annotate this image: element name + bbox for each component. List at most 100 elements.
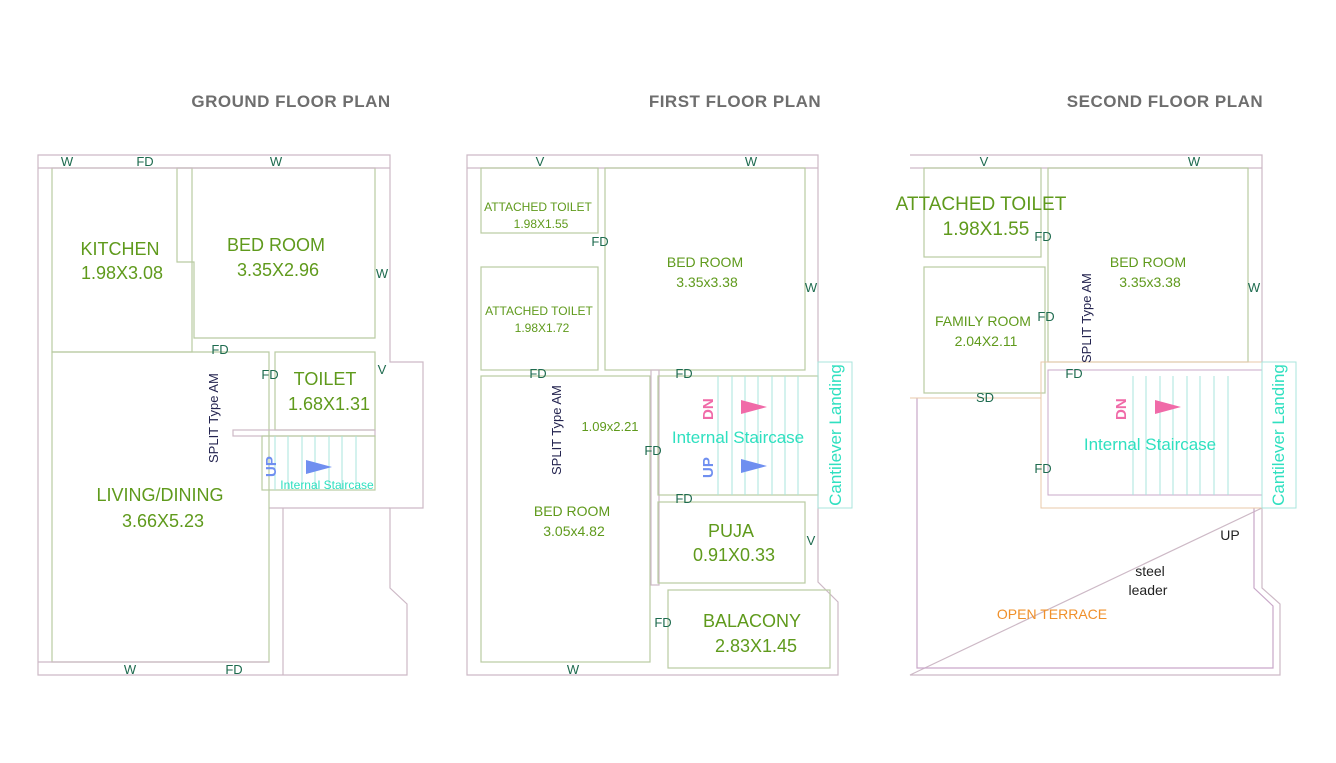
passage-size: 1.09x2.21 — [581, 419, 638, 434]
toilet2-size: 1.98X1.72 — [515, 321, 570, 335]
cantilever-label: Cantilever Landing — [826, 364, 845, 506]
door-label: FD — [644, 443, 661, 458]
door-label: FD — [591, 234, 608, 249]
up-label: UP — [700, 457, 717, 478]
balcony — [667, 589, 831, 669]
toilet1-size: 1.98X1.55 — [514, 217, 569, 231]
cantilever-landing — [1261, 361, 1297, 509]
attached-toilet-2 — [480, 266, 599, 371]
toilet-size: 1.68X1.31 — [288, 394, 370, 414]
window-label: W — [745, 154, 758, 169]
living-size: 3.66X5.23 — [122, 511, 204, 531]
window-label: W — [1248, 280, 1261, 295]
living-dining-room — [51, 351, 270, 663]
second-staircase — [1047, 369, 1263, 496]
second-stair-treads — [1132, 376, 1229, 495]
up-arrow-icon — [741, 459, 767, 473]
door-label: FD — [211, 342, 228, 357]
window-label: W — [567, 662, 580, 677]
door-label: FD — [1034, 461, 1051, 476]
door-label: FD — [654, 615, 671, 630]
first-wall — [650, 369, 660, 586]
first-bedroom-1 — [604, 167, 806, 371]
ground-staircase — [261, 435, 376, 491]
steel-ladder-label: steel — [1135, 563, 1165, 579]
bedroom-size: 3.35X2.96 — [237, 260, 319, 280]
staircase-label: Internal Staircase — [672, 428, 804, 447]
bedroom1-size: 3.35x3.38 — [676, 274, 738, 290]
door-label: FD — [1065, 366, 1082, 381]
down-arrow-icon — [741, 400, 767, 414]
staircase-label: Internal Staircase — [1084, 435, 1216, 454]
cantilever-label: Cantilever Landing — [1269, 364, 1288, 506]
toilet-size: 1.98X1.55 — [943, 219, 1030, 240]
door-label: FD — [675, 366, 692, 381]
down-arrow-icon — [1155, 400, 1181, 414]
door-label: FD — [261, 367, 278, 382]
toilet-label: ATTACHED TOILET — [896, 194, 1067, 215]
ground-floor-title: GROUND FLOOR PLAN — [191, 92, 390, 111]
window-label: W — [124, 662, 137, 677]
ac-label: SPLIT Type AM — [549, 385, 564, 475]
ac-label: SPLIT Type AM — [206, 373, 221, 463]
first-floor-title: FIRST FLOOR PLAN — [649, 92, 821, 111]
open-terrace-label: OPEN TERRACE — [997, 606, 1107, 622]
toilet2-label: ATTACHED TOILET — [485, 304, 593, 318]
attached-toilet-1 — [480, 167, 599, 234]
door-label: FD — [1037, 309, 1054, 324]
toilet1-label: ATTACHED TOILET — [484, 200, 592, 214]
door-label: FD — [136, 154, 153, 169]
first-bedroom-2 — [480, 375, 651, 663]
door-label: FD — [675, 491, 692, 506]
window-label: W — [1188, 154, 1201, 169]
ventilator-label: V — [536, 154, 545, 169]
living-label: LIVING/DINING — [96, 485, 223, 505]
family-room-label: FAMILY ROOM — [935, 313, 1031, 329]
door-label: FD — [1034, 229, 1051, 244]
second-attached-toilet — [923, 167, 1042, 258]
ventilator-label: V — [980, 154, 989, 169]
kitchen-size: 1.98X3.08 — [81, 263, 163, 283]
bedroom1-label: BED ROOM — [667, 254, 743, 270]
first-outer-wall — [466, 154, 839, 676]
bedroom-size: 3.35x3.38 — [1119, 274, 1181, 290]
bedroom2-label: BED ROOM — [534, 503, 610, 519]
sliding-door-label: SD — [976, 390, 994, 405]
balcony-label: BALACONY — [703, 611, 801, 631]
staircase-label: Internal Staircase — [280, 478, 374, 492]
up-label: UP — [1220, 527, 1239, 543]
puja-room — [657, 501, 806, 584]
ground-floor-plan: GROUND FLOOR PLAN KITCHEN 1.98X3.08 BED … — [37, 92, 424, 677]
second-floor-plan: SECOND FLOOR PLAN ATTACHED TOILET 1.98X1… — [896, 92, 1297, 676]
ground-wall — [232, 429, 376, 437]
ventilator-label: V — [378, 362, 387, 377]
steel-ladder-label-2: leader — [1129, 582, 1168, 598]
up-arrow-icon — [306, 460, 332, 474]
window-label: W — [376, 266, 389, 281]
door-label: FD — [225, 662, 242, 677]
first-stair-treads — [717, 376, 799, 495]
second-outer-wall — [909, 154, 1281, 676]
family-room — [923, 266, 1046, 394]
ventilator-label: V — [807, 533, 816, 548]
kitchen-label: KITCHEN — [80, 239, 159, 259]
second-floor-title: SECOND FLOOR PLAN — [1067, 92, 1263, 111]
ground-stair-treads — [274, 436, 357, 490]
up-label: UP — [263, 456, 280, 477]
toilet-label: TOILET — [294, 369, 357, 389]
bedroom-label: BED ROOM — [227, 235, 325, 255]
bedroom-label: BED ROOM — [1110, 254, 1186, 270]
down-label: DN — [700, 398, 717, 420]
puja-size: 0.91X0.33 — [693, 545, 775, 565]
puja-label: PUJA — [708, 521, 754, 541]
first-floor-plan: FIRST FLOOR PLAN ATTACHED TOILET 1.98X1.… — [466, 92, 853, 677]
down-label: DN — [1113, 398, 1130, 420]
terrace-parapet — [916, 398, 1274, 669]
kitchen-room — [51, 167, 193, 353]
window-label: W — [805, 280, 818, 295]
window-label: W — [61, 154, 74, 169]
toilet-room — [274, 351, 376, 431]
ac-label: SPLIT Type AM — [1079, 273, 1094, 363]
door-label: FD — [529, 366, 546, 381]
